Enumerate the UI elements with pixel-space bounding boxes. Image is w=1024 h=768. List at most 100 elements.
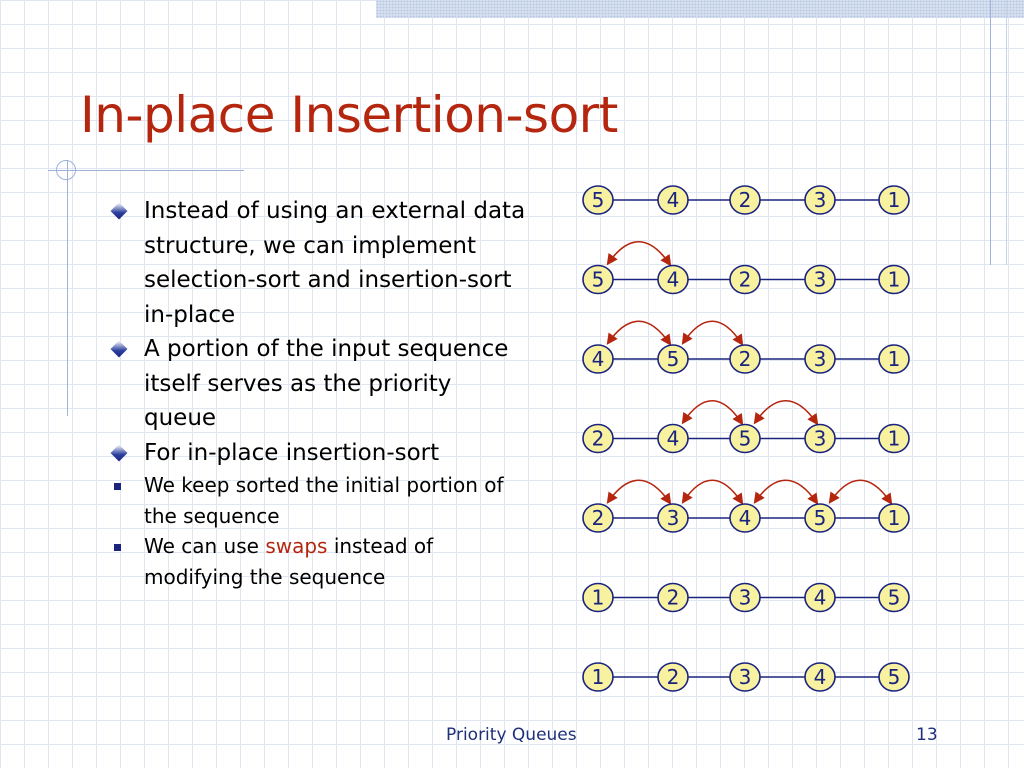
left-decorative-rule — [67, 160, 68, 416]
title-underline-rule — [48, 170, 244, 171]
node-value: 4 — [667, 427, 680, 451]
sequence-node — [804, 582, 836, 613]
node-value: 5 — [888, 665, 901, 689]
sequence-node — [878, 344, 910, 374]
swap-arrow — [606, 320, 672, 346]
node-value: 1 — [592, 586, 605, 610]
node-value: 4 — [739, 506, 752, 530]
node-value: 5 — [592, 268, 605, 292]
sequence-row: 5 4 2 3 1 — [582, 240, 910, 295]
node-value: 5 — [888, 586, 901, 610]
sequence-node — [729, 503, 761, 533]
node-value: 2 — [592, 427, 605, 451]
node-value: 2 — [739, 268, 752, 292]
sequence-node — [729, 264, 761, 295]
node-value: 4 — [667, 188, 680, 212]
page-number: 13 — [916, 725, 938, 745]
node-value: 5 — [592, 188, 605, 212]
sequence-node — [729, 344, 761, 374]
sub-bullet-text-after: instead of modifying the sequence — [144, 534, 434, 589]
sequence-node — [582, 264, 614, 295]
node-value: 3 — [814, 188, 827, 212]
node-value: 4 — [592, 347, 605, 371]
node-value: 3 — [667, 506, 680, 530]
node-value: 1 — [888, 427, 901, 451]
square-bullet-icon — [114, 544, 121, 551]
node-value: 5 — [814, 506, 827, 530]
sub-bullet-text-before: We can use — [144, 534, 266, 558]
node-value: 2 — [739, 188, 752, 212]
node-value: 5 — [739, 427, 752, 451]
sequence-node — [582, 344, 614, 374]
sequence-node — [804, 264, 836, 295]
sequence-node — [729, 662, 761, 692]
node-value: 3 — [739, 586, 752, 610]
right-decorative-rule-secondary — [1006, 0, 1007, 265]
sequence-node — [657, 503, 689, 533]
swap-arrow — [828, 479, 893, 505]
sequence-node — [804, 185, 836, 215]
node-value: 1 — [592, 665, 605, 689]
node-value: 2 — [739, 347, 752, 371]
swap-arrow — [753, 399, 819, 426]
sequence-node — [582, 503, 614, 533]
bullet-item: A portion of the input sequence itself s… — [108, 332, 514, 436]
sub-bullet-highlight: swaps — [265, 534, 328, 558]
sub-bullet-text: We keep sorted the initial portion of th… — [144, 473, 504, 528]
slide-title: In-place Insertion-sort — [80, 86, 618, 144]
node-value: 2 — [592, 506, 605, 530]
swap-arrow — [681, 479, 744, 505]
bullet-item: Instead of using an external data struct… — [108, 194, 528, 332]
sequence-row: 2 4 5 3 1 — [582, 399, 910, 454]
square-bullet-icon — [114, 483, 121, 490]
sequence-node — [729, 185, 761, 215]
sequence-node — [878, 423, 910, 454]
node-value: 1 — [888, 188, 901, 212]
sequence-row: 4 5 2 3 1 — [582, 320, 910, 374]
node-value: 1 — [888, 347, 901, 371]
sub-bullet-item: We can use swaps instead of modifying th… — [64, 531, 528, 592]
node-value: 1 — [888, 268, 901, 292]
crosshair-ornament — [56, 160, 76, 180]
node-value: 4 — [814, 586, 827, 610]
node-value: 2 — [667, 586, 680, 610]
sequence-node — [657, 582, 689, 613]
sequence-node — [729, 423, 761, 454]
sequence-node — [878, 582, 910, 613]
sequence-node — [582, 423, 614, 454]
sequence-node — [657, 344, 689, 374]
bullet-text: For in-place insertion-sort — [144, 439, 440, 466]
sequence-node — [729, 582, 761, 613]
top-decorative-band — [376, 0, 1024, 18]
sequence-node — [657, 423, 689, 454]
bullet-list: Instead of using an external data struct… — [108, 194, 528, 592]
sequence-node — [804, 503, 836, 533]
sequence-node — [878, 503, 910, 533]
sequence-node — [657, 264, 689, 295]
swap-arrow — [681, 320, 744, 346]
swap-arrow — [606, 240, 672, 267]
node-value: 5 — [667, 347, 680, 371]
node-value: 1 — [888, 506, 901, 530]
node-value: 3 — [814, 268, 827, 292]
sub-bullet-item: We keep sorted the initial portion of th… — [64, 470, 528, 531]
sequence-node — [878, 662, 910, 692]
node-value: 2 — [667, 665, 680, 689]
sequence-node — [804, 423, 836, 454]
node-value: 3 — [814, 427, 827, 451]
sequence-node — [582, 582, 614, 613]
sequence-node — [657, 662, 689, 692]
node-value: 3 — [814, 347, 827, 371]
node-value: 4 — [814, 665, 827, 689]
bullet-text: Instead of using an external data struct… — [144, 198, 526, 328]
node-value: 4 — [667, 268, 680, 292]
sequence-node — [582, 185, 614, 215]
sequence-node — [804, 344, 836, 374]
bullet-text: A portion of the input sequence itself s… — [144, 336, 509, 431]
sequence-node — [878, 185, 910, 215]
right-decorative-rule — [990, 0, 991, 265]
sequence-node — [878, 264, 910, 295]
swap-arrow — [681, 399, 744, 426]
sequence-row: 2 3 4 5 1 — [582, 479, 910, 533]
